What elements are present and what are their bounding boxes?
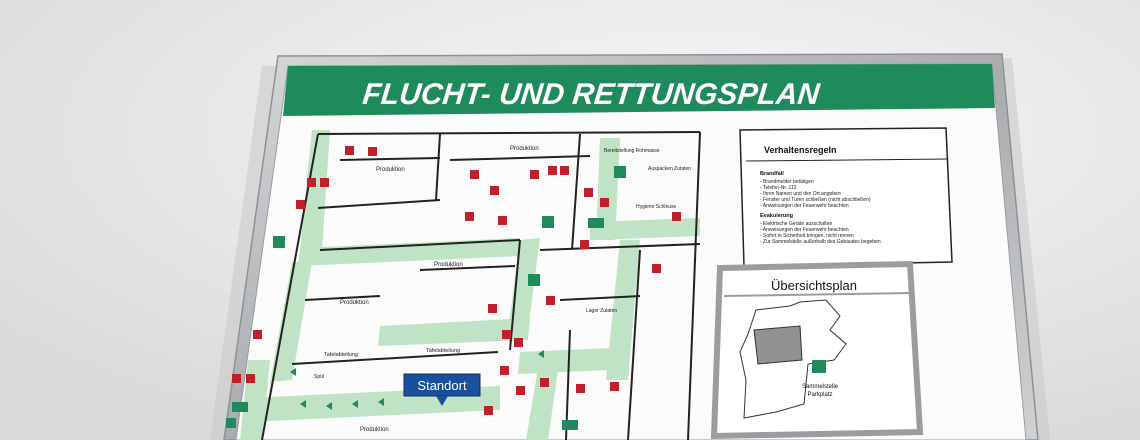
exit-sign-icon (588, 218, 604, 228)
overview-divider (723, 292, 911, 297)
first-aid-icon (542, 216, 554, 228)
fire-sign-icon (500, 366, 509, 375)
room-hygiene: Hygiene Schleuse (636, 204, 677, 210)
fire-sign-icon (672, 212, 681, 221)
standort-label: Standort (417, 378, 467, 393)
rules-evakuierung: Evakuierung (760, 213, 793, 219)
exit-sign-icon (562, 420, 578, 430)
fire-sign-icon (576, 384, 585, 393)
rules-panel: Verhaltensregeln Brandfall - Brandmelder… (739, 127, 953, 267)
fire-sign-icon (488, 304, 497, 313)
fire-sign-icon (232, 374, 241, 383)
rules-brandfall: Brandfall (760, 171, 784, 177)
fire-sign-icon (530, 170, 539, 179)
floor-plan: Produktion Produktion Produktion Produkt… (226, 130, 701, 440)
fire-sign-icon (465, 212, 474, 221)
fire-sign-icon (484, 406, 493, 415)
fire-sign-icon (514, 338, 523, 347)
rules-divider (745, 158, 949, 162)
rules-evakuierung-item: - Elektrische Geräte ausschalten (760, 221, 832, 227)
plan-title: FLUCHT- UND RETTUNGSPLAN (361, 78, 822, 111)
fire-sign-icon (307, 178, 316, 187)
fire-sign-icon (600, 198, 609, 207)
building-highlight (753, 325, 803, 365)
fire-sign-icon (253, 330, 262, 339)
rules-evakuierung-item: - Sofort in Sicherheit bringen, nicht re… (760, 233, 854, 239)
fire-sign-icon (470, 170, 479, 179)
fire-sign-icon (490, 186, 499, 195)
fire-sign-icon (246, 374, 255, 383)
fire-sign-icon (610, 382, 619, 391)
room-spuel: Spül (314, 374, 324, 380)
fire-sign-icon (516, 386, 525, 395)
rules-heading: Verhaltensregeln (764, 145, 837, 155)
exit-sign-icon (226, 418, 236, 428)
room-produktion-4: Produktion (340, 300, 369, 306)
fire-sign-icon (560, 166, 569, 175)
overview-panel: Übersichtsplan Sammelstelle Parkplatz (710, 260, 924, 440)
fire-sign-icon (345, 146, 354, 155)
room-bereitstellung: Bereitstellung Rohmasse (604, 148, 660, 154)
rules-brandfall-item: - Telefon-Nr. 112 (760, 185, 797, 191)
fire-sign-icon (498, 216, 507, 225)
exit-signs (226, 166, 626, 430)
room-produktion-5: Produktion (360, 427, 389, 433)
fire-sign-icon (546, 296, 555, 305)
exit-sign-icon (232, 402, 248, 412)
first-aid-icon (273, 236, 285, 248)
fire-sign-icon (548, 166, 557, 175)
fire-sign-icon (540, 378, 549, 387)
direction-arrows (290, 350, 544, 410)
fire-sign-icon (320, 178, 329, 187)
room-produktion-1: Produktion (376, 167, 405, 173)
rules-brandfall-item: - Fenster und Türen schließen (nicht abs… (760, 197, 871, 203)
escape-routes (240, 130, 700, 440)
room-produktion-3: Produktion (434, 262, 463, 268)
rules-brandfall-item: - Anweisungen der Feuerwehr beachten (760, 203, 849, 209)
overview-parkplatz: Parkplatz (807, 392, 832, 398)
header-band (283, 64, 995, 116)
standort-marker: Standort (403, 373, 481, 406)
room-auspacken: Auspacken Zutaten (648, 166, 691, 172)
rules-evakuierung-item: - Zur Sammelstelle außerhalb des Gebäude… (760, 239, 881, 245)
walls (261, 131, 701, 440)
overview-sammelstelle: Sammelstelle (802, 384, 839, 390)
fire-sign-icon (296, 200, 305, 209)
overview-heading: Übersichtsplan (771, 278, 857, 293)
rules-brandfall-item: - Brandmelder betätigen (760, 179, 814, 185)
room-tafel-2: Tafelabteilung (426, 348, 460, 354)
room-lager: Lager Zutaten (586, 308, 617, 314)
first-aid-icon (528, 274, 540, 286)
fire-sign-icon (502, 330, 511, 339)
fire-sign-icon (652, 264, 661, 273)
fire-sign-icon (584, 188, 593, 197)
room-produktion-2: Produktion (510, 146, 539, 152)
first-aid-icon (614, 166, 626, 178)
rules-brandfall-item: - Ihren Namen und den Ort angeben (760, 191, 841, 197)
rules-evakuierung-item: - Anweisungen der Feuerwehr beachten (760, 227, 849, 233)
assembly-point-icon (812, 360, 826, 373)
fire-sign-icon (368, 147, 377, 156)
fire-sign-icon (580, 240, 589, 249)
fire-safety-signs (232, 146, 681, 415)
room-tafel-1: Tafelabteilung (324, 352, 358, 358)
